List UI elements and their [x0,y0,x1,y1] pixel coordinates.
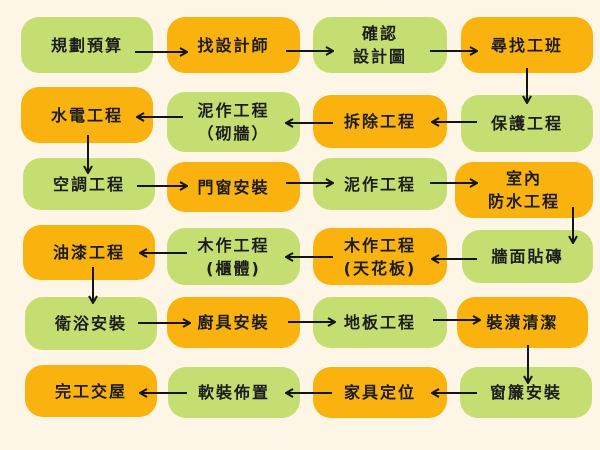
step-label: 保護工程 [490,114,563,133]
step-label: 泥作工程 [343,174,416,194]
step-door-window-installation: 門窗安裝 [167,162,300,212]
step-flooring-work: 地板工程 [313,297,447,348]
step-label-line-1: 泥作工程 [197,101,270,120]
step-indoor-waterproofing: 室內 防水工程 [455,162,593,218]
step-carpentry-ceiling: 木作工程 (天花板) [313,228,447,285]
step-label: 完工交屋 [54,381,127,401]
step-label-line-2: 設計圖 [352,47,407,66]
step-label: 窗簾安裝 [489,383,562,402]
step-find-contractor-crew: 尋找工班 [461,17,593,73]
step-masonry-work: 泥作工程 [313,158,447,210]
step-label: 水電工程 [50,105,123,125]
step-label-line-2: (天花板) [343,258,417,278]
step-label: 軟裝佈置 [197,383,270,402]
step-renovation-cleaning: 裝潢清潔 [457,297,588,348]
step-carpentry-cabinets: 木作工程 (櫃體) [167,228,300,285]
step-plumbing-electrical-work: 水電工程 [21,87,153,143]
step-soft-furnishing-decor: 軟裝佈置 [168,367,300,418]
step-label: 找設計師 [197,35,270,55]
step-label: 拆除工程 [343,112,416,131]
step-label: 地板工程 [343,313,416,332]
step-label-line-1: 木作工程 [197,235,270,255]
step-label: 衛浴安裝 [54,314,127,333]
step-planning-budget: 規劃預算 [21,17,153,73]
step-find-designer: 找設計師 [167,17,300,73]
step-label: 門窗安裝 [197,177,270,197]
step-completion-handover: 完工交屋 [25,365,157,417]
step-label: 裝潢清潔 [486,313,559,332]
step-label: 規劃預算 [50,35,123,55]
step-curtain-installation: 窗簾安裝 [460,367,592,418]
step-label: 空調工程 [52,174,125,194]
step-label: 尋找工班 [490,35,563,55]
step-label: 廚具安裝 [197,313,270,332]
step-wall-tiling: 牆面貼磚 [462,230,593,283]
step-air-conditioning-work: 空調工程 [23,158,155,210]
step-label: 油漆工程 [52,243,125,262]
step-masonry-wall-building: 泥作工程 （砌牆） [167,92,300,152]
step-confirm-design-drawings: 確認 設計圖 [313,17,447,73]
step-label-line-2: （砌牆） [197,124,270,143]
step-furniture-placement: 家具定位 [313,367,447,418]
step-demolition-work: 拆除工程 [313,95,447,148]
step-label: 牆面貼磚 [491,247,564,266]
step-label-line-2: 防水工程 [487,192,560,211]
step-label-line-1: 室內 [505,169,542,188]
step-label-line-2: (櫃體) [206,258,261,278]
step-label-line-1: 木作工程 [343,235,416,255]
step-kitchen-installation: 廚具安裝 [167,297,300,348]
step-label-line-1: 確認 [361,24,398,43]
step-label: 家具定位 [343,383,416,402]
step-protection-work: 保護工程 [461,95,593,152]
step-painting-work: 油漆工程 [23,225,155,280]
step-bathroom-installation: 衛浴安裝 [25,297,157,350]
